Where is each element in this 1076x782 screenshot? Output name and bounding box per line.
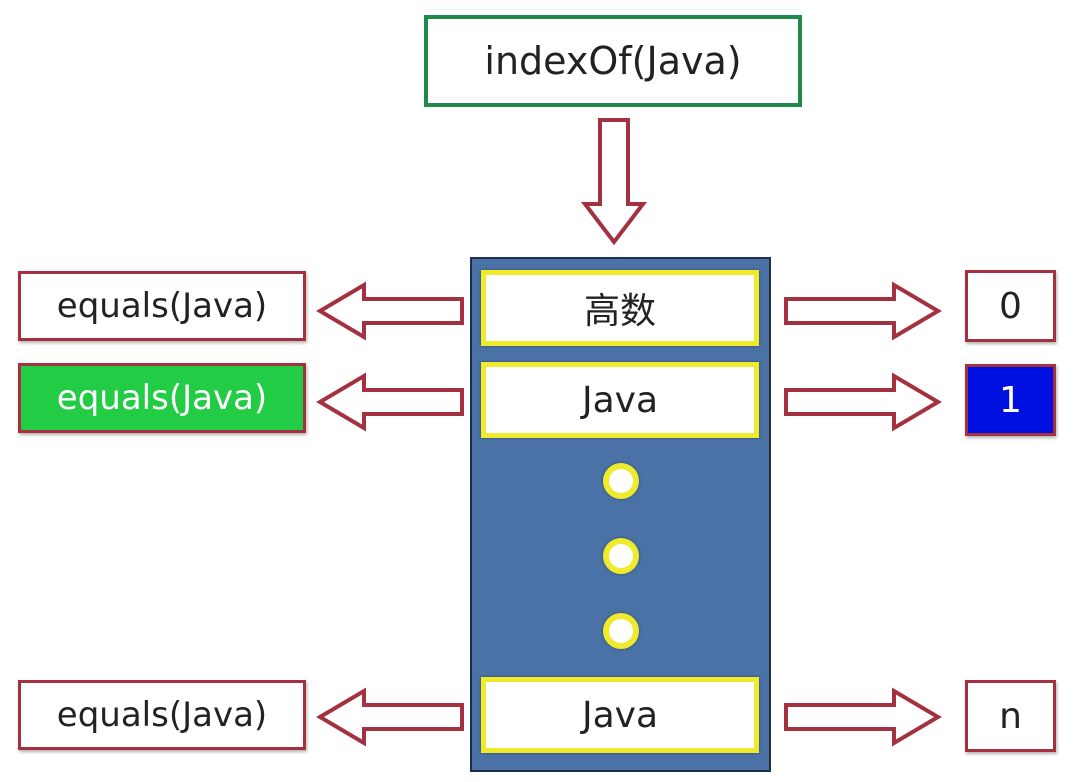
equals-label: equals(Java) [56,286,268,326]
indexof-call-box: indexOf(Java) [424,15,802,107]
equals-box-n: equals(Java) [18,680,306,750]
ellipsis-dot [603,538,639,574]
right-arrow-icon [784,372,942,432]
index-label: 1 [999,379,1022,421]
list-item-label: Java [581,379,659,421]
list-item-label: 高数 [583,291,656,332]
right-arrow-icon [784,687,942,747]
index-label: 0 [999,285,1022,327]
right-arrow-icon [784,281,942,341]
list-item-0: 高数 [481,270,759,346]
index-box-1-matched: 1 [965,364,1056,436]
down-arrow-icon [580,118,648,246]
ellipsis-dot [603,463,639,499]
equals-box-0: equals(Java) [18,271,306,341]
list-item-n: Java [481,677,759,753]
index-box-n: n [965,680,1056,752]
list-item-label: Java [581,694,659,736]
equals-box-1-matched: equals(Java) [18,363,306,433]
index-box-0: 0 [965,270,1056,342]
left-arrow-icon [316,281,464,341]
list-item-1: Java [481,362,759,438]
equals-label: equals(Java) [56,378,268,418]
equals-label: equals(Java) [56,695,268,735]
left-arrow-icon [316,372,464,432]
index-label: n [999,695,1022,737]
ellipsis-dot [603,613,639,649]
indexof-call-label: indexOf(Java) [484,39,742,83]
left-arrow-icon [316,687,464,747]
